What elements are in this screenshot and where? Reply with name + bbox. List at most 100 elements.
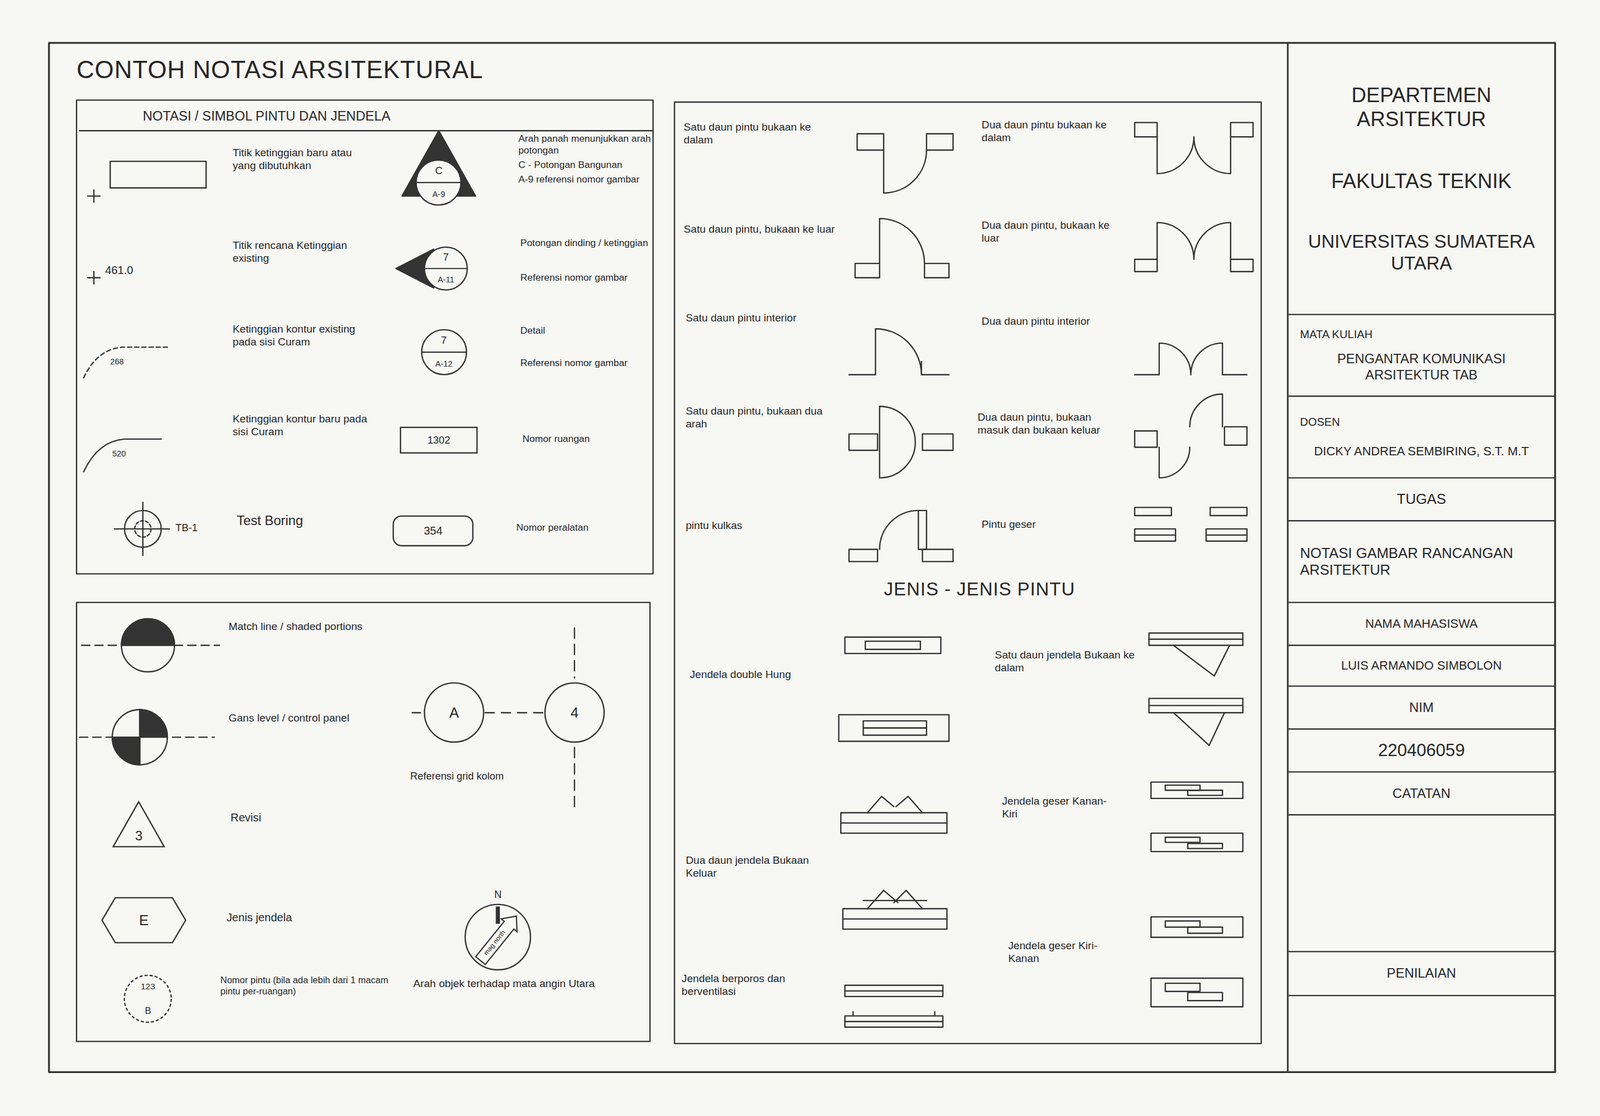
window-symbol xyxy=(842,908,948,930)
note-text: Dua daun pintu, bukaan masuk dan bukaan … xyxy=(977,410,1126,437)
title-block-cell: NOTASI GAMBAR RANCANGAN ARSITEKTUR xyxy=(1287,520,1555,602)
node-text: N xyxy=(464,888,532,901)
node-text: DICKY ANDREA SEMBIRING, S.T. M.T xyxy=(1299,444,1543,459)
revision-triangle-shape xyxy=(113,801,165,847)
divider-line xyxy=(421,351,466,353)
north-arrow: Nmag north xyxy=(464,903,532,971)
note-text: pintu kulkas xyxy=(685,518,829,532)
door-symbol xyxy=(849,434,878,451)
note-text: Test Boring xyxy=(236,512,359,529)
node-text: A-9 xyxy=(415,182,462,207)
window-symbol xyxy=(1149,638,1243,640)
door-symbol xyxy=(849,548,878,562)
window-symbol xyxy=(1187,789,1223,795)
window-symbol xyxy=(844,1020,943,1023)
title-block-cell: DOSENDICKY ANDREA SEMBIRING, S.T. M.T xyxy=(1287,396,1555,478)
sheet-frame xyxy=(1287,728,1555,730)
note-text: Arah panah menunjukkan arah potongan xyxy=(518,132,652,157)
door-symbol xyxy=(1157,136,1231,174)
grid-line xyxy=(484,711,544,713)
note-text: Titik ketinggian baru atau yang dibutuhk… xyxy=(232,146,376,172)
north-arrow-shape xyxy=(465,904,531,970)
door-symbol xyxy=(918,510,927,550)
panel-frame xyxy=(76,99,653,574)
door-symbol xyxy=(849,328,949,375)
door-symbol xyxy=(1134,122,1158,138)
revision-triangle: 3 xyxy=(112,800,166,848)
title-block-cell: NIM xyxy=(1287,686,1555,730)
note-text: Satu daun pintu interior xyxy=(685,311,829,325)
title-block-cell: PENILAIAN xyxy=(1287,951,1555,996)
note-text: 520 xyxy=(112,449,143,460)
grid-bubble-shape xyxy=(545,682,605,742)
window-symbol xyxy=(1150,916,1243,938)
window-symbol xyxy=(867,796,923,813)
note-text: JENIS - JENIS PINTU xyxy=(836,577,1123,601)
room-number-box-shape xyxy=(400,427,477,453)
panel-frame xyxy=(76,99,1262,1044)
title-block-cell: TUGAS xyxy=(1287,477,1555,521)
node-text: TUGAS xyxy=(1299,490,1543,508)
control-symbol xyxy=(140,709,168,737)
window-symbol xyxy=(933,1011,936,1016)
note-text: 461.0 xyxy=(104,263,156,277)
note-text: Referensi nomor gambar xyxy=(520,357,633,369)
note-text: NOTASI / SIMBOL PINTU DAN JENDELA xyxy=(142,108,531,125)
sheet-frame xyxy=(1287,601,1555,603)
note-text: Dua daun pintu, bukaan ke luar xyxy=(981,218,1125,245)
node-text: CATATAN xyxy=(1299,785,1543,802)
note-text: Ketinggian kontur baru pada sisi Curam xyxy=(232,412,376,438)
window-symbol xyxy=(1187,842,1223,848)
test-boring-symbol xyxy=(114,528,170,530)
elevation-symbol xyxy=(87,161,206,284)
door-symbol xyxy=(856,133,884,151)
sheet-frame xyxy=(49,42,1556,1072)
door-symbol xyxy=(1230,122,1253,138)
note-text: Nomor peralatan xyxy=(516,521,639,534)
sheet-frame xyxy=(1287,770,1555,773)
window-symbol xyxy=(865,641,921,650)
note-text: Gans level / control panel xyxy=(228,711,372,725)
control-symbol xyxy=(112,709,168,765)
sheet-title: CONTOH NOTASI ARSITEKTURAL xyxy=(76,55,505,85)
door-symbol xyxy=(1210,507,1247,516)
grid-line xyxy=(574,747,576,807)
door-symbol xyxy=(879,510,919,550)
window-symbol xyxy=(1165,921,1200,928)
node-text: E xyxy=(138,912,149,928)
node-text: 220406059 xyxy=(1299,739,1543,761)
door-symbol xyxy=(883,150,927,194)
window-symbol xyxy=(1165,784,1200,790)
node-text: C xyxy=(415,158,462,183)
sheet-drawing xyxy=(49,42,1556,1072)
room-number-box: 1302 xyxy=(400,426,478,454)
title-block-cell: DEPARTEMEN ARSITEKTURFAKULTAS TEKNIKUNIV… xyxy=(1287,42,1555,315)
note-text: TB-1 xyxy=(175,521,217,534)
door-symbol xyxy=(1134,507,1172,516)
note-text: Jendela berporos dan berventilasi xyxy=(681,971,830,998)
sheet-frame xyxy=(1287,519,1555,522)
note-text: C - Potongan Bangunan xyxy=(518,158,652,171)
window-symbol xyxy=(1150,782,1243,799)
sheet-frame xyxy=(1287,395,1555,397)
window-symbol xyxy=(840,812,947,834)
window-symbol xyxy=(863,890,927,909)
sheet-frame xyxy=(1287,950,1555,952)
door-symbol xyxy=(922,548,953,562)
note-text: Jenis jendela xyxy=(226,910,349,924)
node-text: LUIS ARMANDO SIMBOLON xyxy=(1299,658,1543,673)
window-symbol xyxy=(1149,704,1243,706)
grid-line xyxy=(574,627,576,678)
window-symbol xyxy=(844,1015,943,1028)
node-text: NIM xyxy=(1299,699,1543,716)
test-boring-symbol xyxy=(142,502,144,556)
match-line-symbol xyxy=(81,618,220,672)
window-type-hexagon: E xyxy=(100,896,187,944)
window-symbol xyxy=(839,714,950,742)
node-text: 4 xyxy=(570,704,579,721)
sheet-frame xyxy=(1287,42,1289,1072)
title-block-cell: CATATAN xyxy=(1287,771,1555,815)
window-symbol xyxy=(1149,632,1243,645)
door-symbol xyxy=(922,434,953,451)
